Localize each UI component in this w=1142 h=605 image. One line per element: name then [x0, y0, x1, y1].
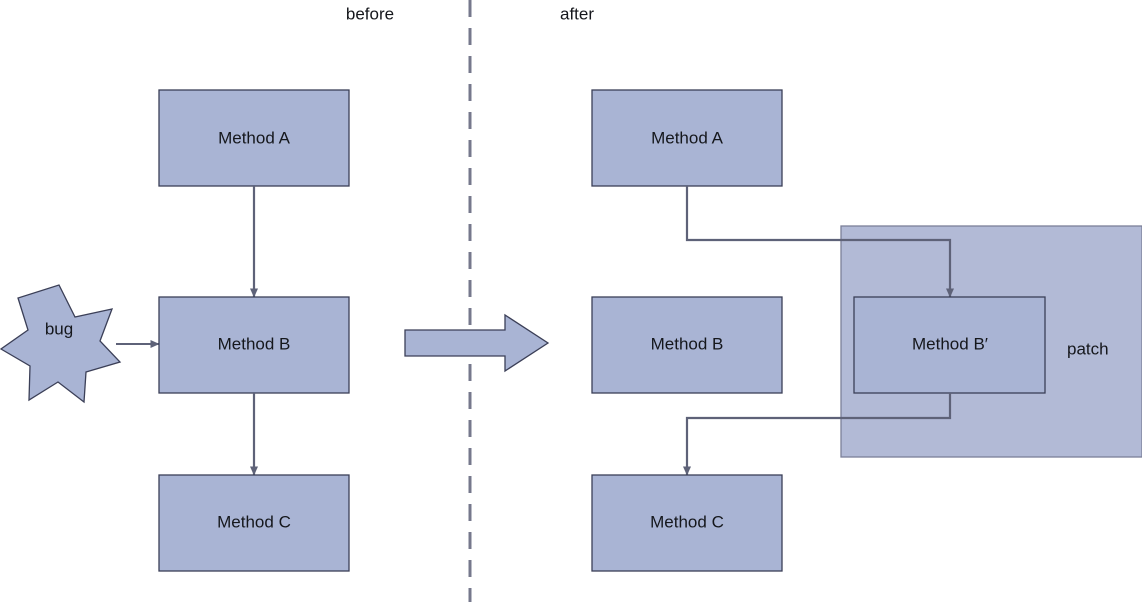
conn-bprime-to-c	[683, 393, 952, 476]
before-method-a[interactable]: Method A	[158, 89, 350, 187]
after-method-b-label: Method B	[651, 334, 724, 353]
bug-star-shape	[0, 284, 122, 404]
before-method-c-box[interactable]	[158, 474, 350, 572]
conn-a-to-bprime	[685, 186, 954, 298]
after-method-c-label: Method C	[650, 512, 724, 531]
after-method-a[interactable]: Method A	[591, 89, 783, 187]
before-method-b-box[interactable]	[158, 296, 350, 394]
header-after: after	[560, 4, 594, 23]
before-method-a-label: Method A	[218, 128, 290, 147]
header-before: before	[346, 4, 394, 23]
patch-label: patch	[1067, 339, 1109, 358]
before-method-a-box[interactable]	[158, 89, 350, 187]
after-method-c[interactable]: Method C	[591, 474, 783, 572]
after-method-b-prime-box[interactable]	[853, 296, 1046, 394]
before-method-b-label: Method B	[218, 334, 291, 353]
before-to-after-arrow	[404, 313, 550, 373]
after-method-c-box[interactable]	[591, 474, 783, 572]
after-method-b-box[interactable]	[591, 296, 783, 394]
after-method-b-prime-label: Method B′	[912, 334, 988, 353]
bug-label: bug	[45, 319, 73, 338]
after-method-b-prime[interactable]: Method B′	[853, 296, 1046, 394]
after-method-a-label: Method A	[651, 128, 723, 147]
before-method-c-label: Method C	[217, 512, 291, 531]
before-method-b[interactable]: Method B	[158, 296, 350, 394]
after-method-b[interactable]: Method B	[591, 296, 783, 394]
before-method-c[interactable]: Method C	[158, 474, 350, 572]
bug-star: bug	[0, 284, 122, 404]
